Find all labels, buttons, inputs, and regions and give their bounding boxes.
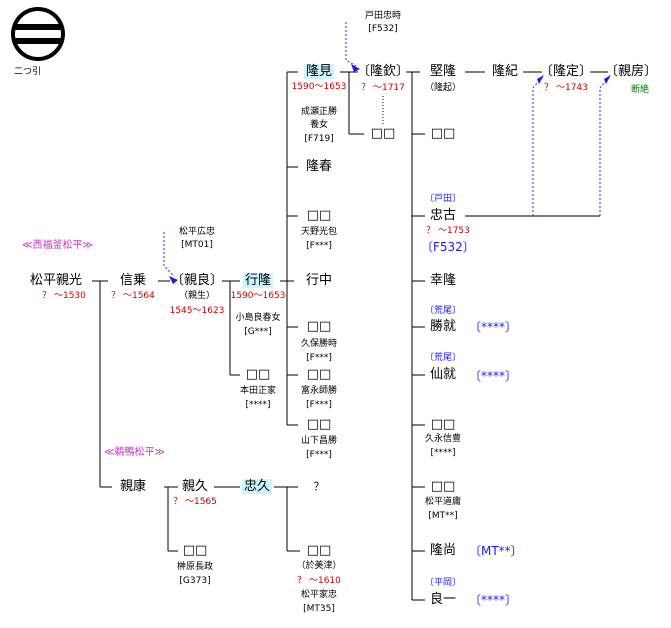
- person-hisanaga: □□: [430, 417, 456, 432]
- code-amano: [F***]: [306, 241, 332, 251]
- alias-chikayoshi: （親生）: [178, 291, 216, 301]
- crest-label: 二つ引: [14, 67, 42, 77]
- note-toda: 戸田忠時: [364, 11, 402, 21]
- person-takayoshi: 〔隆欽〕: [356, 64, 410, 79]
- code-katsunari: 〔****〕: [469, 320, 518, 334]
- dates-chikayoshi: 1545～1623: [169, 306, 225, 316]
- spouse-honda: 本田正家: [239, 386, 277, 396]
- branch-label-nishifukukama: ≪西福釜松平≫: [22, 240, 93, 251]
- person-chikamitsu: 松平親光: [29, 273, 83, 288]
- spouse-amano: 天野光包: [300, 227, 338, 237]
- person-tominaga: □□: [306, 367, 332, 382]
- adopt-sennari: 〔荒尾〕: [424, 353, 462, 363]
- person-takanao: 隆尚: [429, 543, 457, 558]
- person-yukitaka: 行隆: [242, 273, 274, 288]
- dates-takayoshi: ？ ～1717: [361, 83, 405, 93]
- person-yukitaka2: 幸隆: [429, 273, 457, 288]
- spouse-matsudaira-michi: 松平道庸: [424, 497, 462, 507]
- spouse-naruse-sub: 養女: [309, 120, 329, 130]
- person-nobunori: 信乗: [119, 273, 147, 288]
- code-matsudaira-michi: [MT**]: [428, 511, 458, 521]
- dates-nobunori: ？ ～1564: [111, 291, 155, 301]
- code-tadayoshi: 〔F532〕: [421, 240, 475, 254]
- person-yoshikazu: 良一: [429, 592, 457, 607]
- spouse-tominaga: 富永師勝: [300, 386, 338, 396]
- dates-omiyatsu: ？ ～1610: [297, 576, 341, 586]
- spouse-hisanaga: 久永信豊: [424, 434, 462, 444]
- person-child-box: □□: [370, 126, 396, 141]
- code-kubo: [F***]: [306, 353, 332, 363]
- code-hisanaga: [****]: [430, 448, 456, 458]
- spouse-omiyatsu: 松平家忠: [300, 590, 338, 600]
- person-chikayoshi: 〔親良〕: [170, 273, 224, 288]
- code-naruse: [F719]: [304, 134, 334, 144]
- person-yukinaka: 行中: [305, 273, 333, 288]
- branch-label-usagamo: ≪鵜鴨松平≫: [104, 447, 165, 458]
- dates-chikamitsu: ？ ～1530: [42, 291, 86, 301]
- spouse-yamashita: 山下昌勝: [300, 436, 338, 446]
- person-katsunari: 勝就: [429, 319, 457, 334]
- person-takami: 隆見: [303, 64, 335, 79]
- person-honda: □□: [245, 367, 271, 382]
- person-tadahisa: 忠久: [241, 479, 273, 494]
- dates-chikahisa: ？ ～1565: [173, 497, 217, 507]
- code-hirotada: [MT01]: [181, 240, 213, 250]
- person-chikahisa: 親久: [181, 479, 209, 494]
- code-tominaga: [F***]: [306, 400, 332, 410]
- person-katataka: 堅隆: [429, 64, 457, 79]
- spouse-kubo: 久保勝時: [300, 339, 338, 349]
- person-unknown: ？: [313, 480, 325, 493]
- person-takasada: 〔隆定〕: [539, 64, 593, 79]
- adopt-yoshikazu: 〔平岡〕: [424, 578, 462, 588]
- alias-omiyatsu: （於美津）: [296, 561, 342, 571]
- note-chikafusa-extinct: 断絶: [631, 85, 650, 95]
- person-sennari: 仙就: [429, 367, 457, 382]
- code-honda: [****]: [245, 400, 271, 410]
- person-kubo: □□: [306, 319, 332, 334]
- code-yamashita: [F***]: [306, 450, 332, 460]
- code-omiyatsu: [MT35]: [303, 604, 335, 614]
- code-sennari: 〔****〕: [469, 369, 518, 383]
- person-chikayasu: 親康: [119, 479, 147, 494]
- spouse-sakakibara: 榊原長政: [176, 562, 214, 572]
- adopt-tadayoshi: 〔戸田〕: [424, 194, 462, 204]
- person-box2: □□: [430, 126, 456, 141]
- person-takanori: 隆紀: [491, 64, 519, 79]
- spouse-naruse: 成瀬正勝: [300, 107, 338, 117]
- person-chikafusa: 〔親房〕: [604, 64, 658, 79]
- person-takaharu: 隆春: [305, 159, 333, 174]
- code-toda: [F532]: [368, 24, 398, 34]
- person-sakakibara: □□: [182, 543, 208, 558]
- person-tadayoshi: 忠古: [429, 208, 457, 223]
- code-kojima: [G***]: [244, 327, 272, 337]
- person-matsudaira-michi: □□: [430, 479, 456, 494]
- crest-icon: [11, 7, 65, 61]
- code-sakakibara: [G373]: [179, 576, 211, 586]
- person-amano: □□: [306, 208, 332, 223]
- adopt-katsunari: 〔荒尾〕: [424, 306, 462, 316]
- code-takanao: 〔MT**〕: [469, 544, 523, 558]
- person-omiyatsu: □□: [306, 543, 332, 558]
- note-hirotada: 松平広忠: [178, 227, 216, 237]
- person-yamashita: □□: [306, 417, 332, 432]
- dates-yukitaka: 1590～1653: [230, 291, 286, 301]
- dates-takasada: ？ ～1743: [544, 83, 588, 93]
- spouse-kojima: 小島良春女: [235, 313, 281, 323]
- dates-takami: 1590～1653: [291, 82, 347, 92]
- code-yoshikazu: 〔****〕: [469, 593, 518, 607]
- alias-katataka: （隆起）: [424, 83, 462, 93]
- dates-tadayoshi: ？ ～1753: [426, 226, 470, 236]
